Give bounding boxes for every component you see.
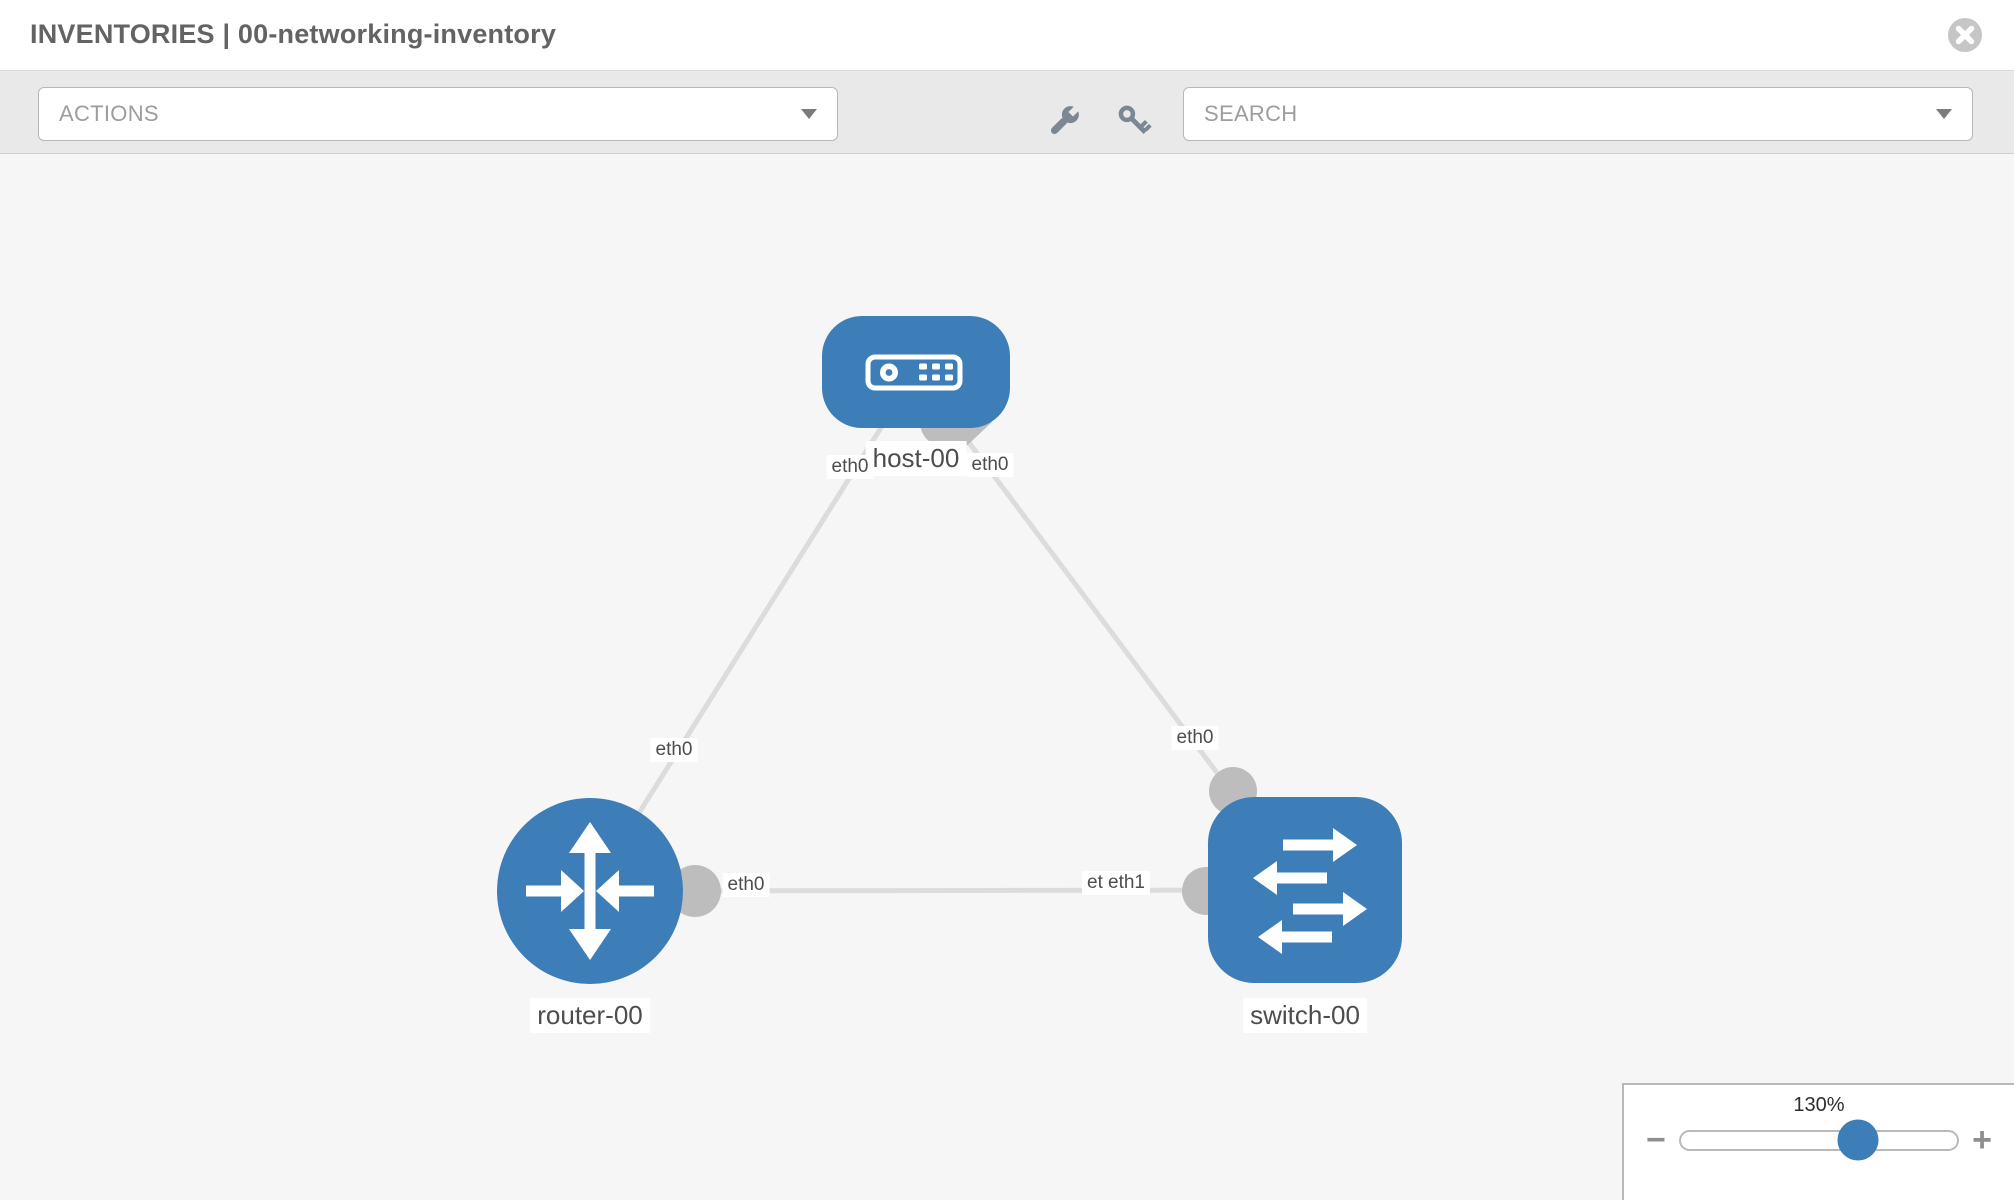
zoom-in-button[interactable]: + — [1972, 1121, 1992, 1159]
actions-dropdown-label: ACTIONS — [59, 101, 159, 126]
search-dropdown[interactable]: SEARCH — [1183, 87, 1973, 141]
page-title: INVENTORIES | 00-networking-inventory — [30, 19, 557, 49]
node-label-switch: switch-00 — [1243, 998, 1367, 1033]
interface-label-host-right: eth0 — [966, 453, 1014, 477]
interface-label-host-left: eth0 — [826, 455, 874, 479]
router-icon — [526, 822, 654, 960]
node-label-router: router-00 — [530, 998, 650, 1033]
configure-button[interactable] — [1040, 97, 1088, 145]
close-icon — [1948, 18, 1982, 52]
chevron-down-icon — [1936, 109, 1952, 119]
zoom-slider-track[interactable] — [1678, 1119, 1960, 1161]
node-switch-00[interactable] — [1208, 797, 1402, 983]
actions-dropdown[interactable]: ACTIONS — [38, 87, 838, 141]
chevron-down-icon — [801, 109, 817, 119]
credentials-button[interactable] — [1110, 97, 1158, 145]
switch-icon — [1253, 828, 1367, 954]
zoom-level: 130% — [1793, 1094, 1845, 1116]
wrench-icon — [1050, 104, 1081, 135]
interface-label-router-top: eth0 — [650, 738, 698, 762]
close-button[interactable] — [1947, 17, 1983, 53]
host-icon — [865, 354, 963, 391]
topology-canvas[interactable]: host-00 router-00 switch-00 eth0 eth0 et… — [0, 154, 2014, 1200]
header-bar: INVENTORIES | 00-networking-inventory — [0, 0, 2014, 70]
node-label-host: host-00 — [865, 441, 967, 476]
key-icon — [1118, 105, 1152, 135]
interface-label-router-right: eth0 — [722, 873, 770, 897]
interface-label-switch-top: eth0 — [1171, 726, 1219, 750]
node-router-00[interactable] — [497, 798, 683, 984]
zoom-panel: 130% − + — [1622, 1083, 2014, 1200]
zoom-slider-thumb[interactable] — [1837, 1119, 1879, 1161]
search-dropdown-label: SEARCH — [1204, 101, 1298, 126]
interface-label-switch-mid: eth1 — [1103, 871, 1150, 895]
toolbar: ACTIONS SEARCH — [0, 70, 2014, 154]
node-host-00[interactable] — [822, 316, 1010, 428]
zoom-out-button[interactable]: − — [1646, 1121, 1666, 1159]
